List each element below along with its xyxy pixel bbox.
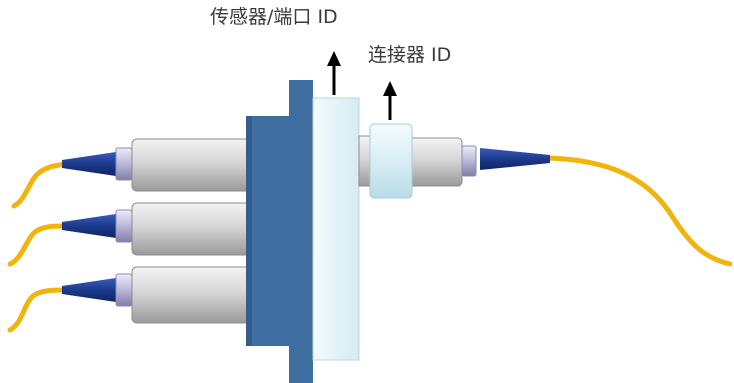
- left-connector-bottom-body: [131, 266, 251, 324]
- left-connector-bottom: [62, 266, 251, 324]
- connector-id-ring: [369, 123, 413, 199]
- left-connector-middle-collar: [115, 209, 133, 243]
- left-connector-top-collar: [115, 147, 133, 181]
- left-connector-middle-boot: [62, 214, 116, 238]
- sensor-port-id-arrow: [327, 51, 341, 95]
- left-connector-middle-body: [131, 202, 251, 256]
- fiber-cable-left-middle: [7, 223, 67, 267]
- right-connector-stub: [358, 135, 372, 187]
- left-connector-bottom-boot: [62, 278, 116, 302]
- connector-id-label: 连接器 ID: [368, 44, 452, 66]
- left-connector-top-boot: [62, 152, 116, 176]
- left-connector-top: [62, 138, 251, 192]
- right-connector: [358, 123, 550, 199]
- sensor-panel: [246, 80, 313, 383]
- fiber-cable-right: [545, 155, 733, 267]
- sensor-port-id-label: 传感器/端口 ID: [210, 6, 338, 28]
- left-connector-top-body: [131, 138, 251, 192]
- fiber-cable-left-top: [11, 161, 67, 209]
- sensor-port-id-plate: [312, 97, 360, 361]
- sensor-panel-plate-shadow: [246, 116, 252, 346]
- right-connector-boot: [480, 148, 550, 170]
- sensor-panel-plate: [246, 116, 313, 346]
- left-connector-middle: [62, 202, 251, 256]
- left-connector-bottom-collar: [115, 273, 133, 307]
- connector-id-arrow: [383, 81, 397, 120]
- fiber-cable-left-bottom: [7, 287, 67, 333]
- right-connector-collar: [461, 145, 477, 177]
